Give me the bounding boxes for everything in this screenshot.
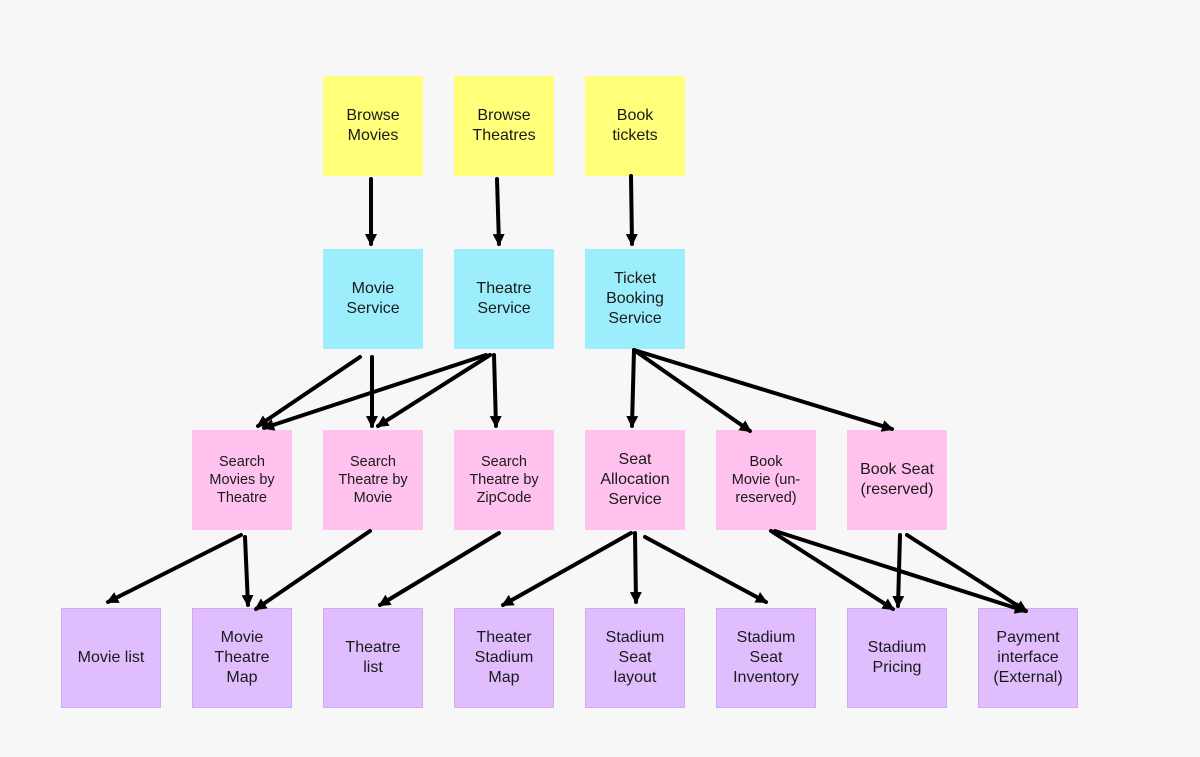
note-movie-service: Movie Service [323, 249, 423, 349]
connector-arrow-8 [489, 353, 502, 428]
note-label: Movie list [77, 649, 145, 666]
note-book-movie-unreserved: Book Movie (un- reserved) [716, 430, 816, 530]
note-label: Book Seat (reserved) [860, 461, 934, 498]
connector-arrow-21 [892, 533, 905, 608]
note-movie-list: Movie list [61, 608, 161, 708]
connector-arrow-18 [643, 535, 768, 604]
connector-arrow-10 [632, 348, 752, 433]
note-label: Payment interface (External) [993, 629, 1063, 686]
connector-arrow-11 [632, 348, 894, 432]
note-search-theatre-by-zipcode: Search Theatre by ZipCode [454, 430, 554, 530]
note-label: Search Movies by Theatre [209, 454, 275, 506]
note-label: Seat Allocation Service [600, 451, 670, 508]
note-label: Stadium Pricing [867, 639, 927, 676]
note-book-tickets: Book tickets [585, 76, 685, 176]
note-label: Movie Service [346, 280, 400, 317]
connector-arrow-7 [376, 353, 492, 428]
connector-arrow-14 [254, 529, 372, 611]
note-theater-stadium-map: Theater Stadium Map [454, 608, 554, 708]
connector-arrow-2 [492, 177, 505, 246]
note-movie-theatre-map: Movie Theatre Map [192, 608, 292, 708]
note-ticket-booking-service: Ticket Booking Service [585, 249, 685, 349]
note-label: Theatre Service [476, 280, 532, 317]
note-book-seat-reserved: Book Seat (reserved) [847, 430, 947, 530]
note-label: Theatre list [345, 639, 401, 676]
connector-arrow-9 [626, 348, 639, 428]
note-label: Browse Movies [346, 107, 400, 144]
connector-arrow-3 [625, 174, 638, 246]
note-label: Book tickets [612, 107, 658, 144]
connector-arrow-17 [629, 531, 642, 604]
note-theatre-list: Theatre list [323, 608, 423, 708]
connector-arrow-12 [106, 533, 243, 604]
note-search-movies-by-theatre: Search Movies by Theatre [192, 430, 292, 530]
note-payment-interface: Payment interface (External) [978, 608, 1078, 708]
connector-arrow-4 [256, 355, 362, 428]
note-browse-movies: Browse Movies [323, 76, 423, 176]
note-theatre-service: Theatre Service [454, 249, 554, 349]
note-label: Movie Theatre Map [214, 629, 270, 686]
connector-arrow-16 [501, 531, 633, 607]
note-label: Stadium Seat layout [605, 629, 665, 686]
note-label: Theater Stadium Map [474, 629, 534, 686]
note-label: Search Theatre by ZipCode [469, 454, 539, 506]
note-stadium-seat-layout: Stadium Seat layout [585, 608, 685, 708]
note-browse-theatres: Browse Theatres [454, 76, 554, 176]
connector-arrow-6 [262, 353, 488, 431]
connector-arrow-13 [241, 535, 254, 607]
note-label: Book Movie (un- reserved) [731, 454, 801, 506]
note-stadium-pricing: Stadium Pricing [847, 608, 947, 708]
note-label: Stadium Seat Inventory [733, 629, 799, 686]
connector-arrow-22 [905, 533, 1028, 613]
connector-arrow-19 [769, 529, 895, 611]
note-label: Browse Theatres [472, 107, 536, 144]
note-seat-allocation-service: Seat Allocation Service [585, 430, 685, 530]
connector-arrow-15 [378, 531, 501, 607]
note-stadium-seat-inventory: Stadium Seat Inventory [716, 608, 816, 708]
note-label: Ticket Booking Service [606, 270, 664, 327]
note-search-theatre-by-movie: Search Theatre by Movie [323, 430, 423, 530]
note-label: Search Theatre by Movie [338, 454, 408, 506]
